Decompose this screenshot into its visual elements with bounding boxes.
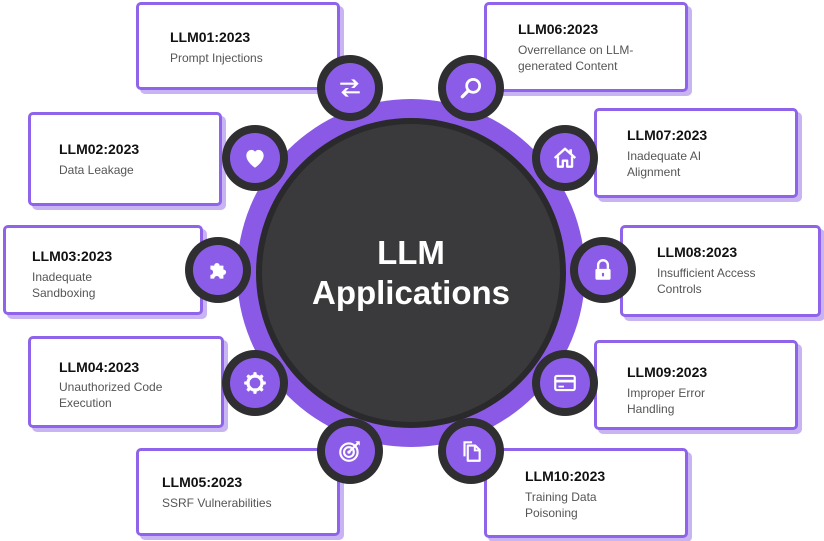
card-description: Training Data Poisoning: [525, 490, 597, 520]
card-llm03: LLM03:2023 Inadequate Sandboxing: [3, 225, 203, 315]
card-description: Overrellance on LLM- generated Content: [518, 43, 634, 73]
card-code: LLM01:2023: [170, 29, 251, 45]
card-llm06: LLM06:2023 Overrellance on LLM- generate…: [484, 2, 688, 92]
node-llm03: [185, 237, 251, 303]
center-title-line2: Applications: [311, 274, 511, 311]
node-llm05: [317, 418, 383, 484]
lock-icon: [595, 259, 611, 280]
gear-icon: [244, 372, 266, 394]
swap-arrows-icon: [340, 79, 360, 97]
card-code: LLM02:2023: [59, 141, 140, 157]
card-code: LLM04:2023: [59, 359, 140, 375]
card-description: Inadequate AI Alignment: [627, 149, 702, 179]
node-llm07: [532, 125, 598, 191]
heart-icon: [246, 149, 264, 168]
search-icon: [460, 77, 482, 99]
node-llm04: [222, 350, 288, 416]
card-description: Prompt Injections: [170, 51, 263, 65]
card-description: Inadequate Sandboxing: [32, 270, 96, 300]
card-code: LLM05:2023: [162, 474, 243, 490]
node-llm06: [438, 55, 504, 121]
credit-card-icon: [554, 374, 576, 392]
card-llm02: LLM02:2023 Data Leakage: [28, 112, 222, 206]
center-circle: LLM Applications: [262, 124, 560, 422]
target-icon: [339, 441, 360, 462]
card-code: LLM07:2023: [627, 127, 708, 143]
center-title-line1: LLM: [377, 234, 445, 271]
card-description: Insufficient Access Controls: [657, 266, 756, 296]
card-code: LLM03:2023: [32, 248, 113, 264]
puzzle-icon: [210, 262, 227, 279]
card-llm01: LLM01:2023 Prompt Injections: [136, 2, 340, 90]
card-llm07: LLM07:2023 Inadequate AI Alignment: [594, 108, 798, 198]
card-description: Unauthorized Code Execution: [59, 380, 163, 410]
home-icon: [553, 147, 577, 168]
node-llm10: [438, 418, 504, 484]
card-code: LLM10:2023: [525, 468, 606, 484]
card-llm04: LLM04:2023 Unauthorized Code Execution: [28, 336, 224, 428]
node-llm08: [570, 237, 636, 303]
card-llm09: LLM09:2023 Improper Error Handling: [594, 340, 798, 430]
card-llm05: LLM05:2023 SSRF Vulnerabilities: [136, 448, 340, 536]
card-llm08: LLM08:2023 Insufficient Access Controls: [620, 225, 821, 317]
card-description: Improper Error Handling: [627, 386, 706, 416]
card-description: Data Leakage: [59, 163, 134, 177]
card-code: LLM06:2023: [518, 21, 599, 37]
node-llm01: [317, 55, 383, 121]
card-code: LLM08:2023: [657, 244, 738, 260]
node-llm09: [532, 350, 598, 416]
card-code: LLM09:2023: [627, 364, 708, 380]
card-description: SSRF Vulnerabilities: [162, 496, 272, 510]
documents-icon: [463, 441, 481, 462]
card-llm10: LLM10:2023 Training Data Poisoning: [484, 448, 688, 538]
node-llm02: [222, 125, 288, 191]
